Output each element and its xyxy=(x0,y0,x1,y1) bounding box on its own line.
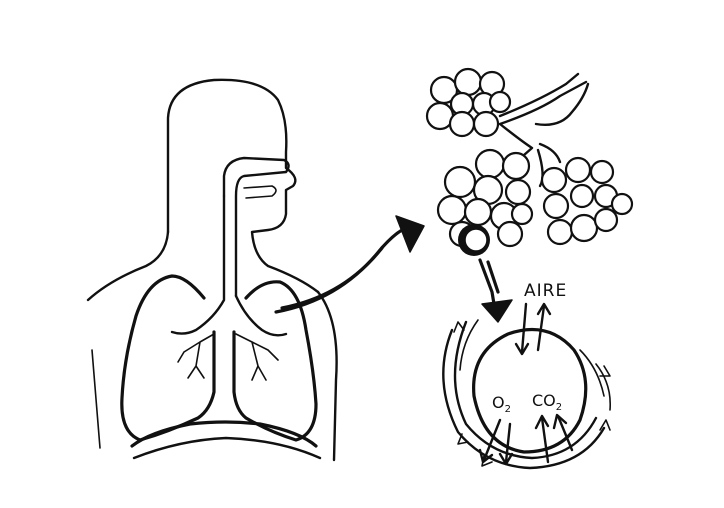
co2-label: CO2 xyxy=(532,391,562,413)
human-torso-outline xyxy=(86,78,338,462)
detail-arrow xyxy=(478,258,513,323)
air-label: AIRE xyxy=(524,281,567,301)
airway xyxy=(170,156,290,337)
co2-symbol: CO xyxy=(532,391,556,410)
o2-symbol: O xyxy=(492,393,505,412)
alveoli-cluster-top xyxy=(425,67,512,138)
air-exchange-arrows xyxy=(514,302,552,356)
alveolus-highlighted xyxy=(458,224,490,256)
bronchiole-branches xyxy=(498,72,590,188)
zoom-arrow xyxy=(274,215,425,314)
diaphragm xyxy=(130,420,322,460)
o2-label: O2 xyxy=(492,393,511,415)
left-lung xyxy=(120,274,216,442)
alveoli-cluster-middle xyxy=(436,148,534,248)
co2-subscript: 2 xyxy=(556,402,562,413)
co2-diffusion-arrows xyxy=(534,413,574,464)
alveoli-cluster-right xyxy=(540,156,634,246)
o2-subscript: 2 xyxy=(505,404,511,415)
right-lung xyxy=(232,280,318,442)
o2-diffusion-arrows xyxy=(478,418,514,466)
alveolus-detail xyxy=(442,319,612,470)
